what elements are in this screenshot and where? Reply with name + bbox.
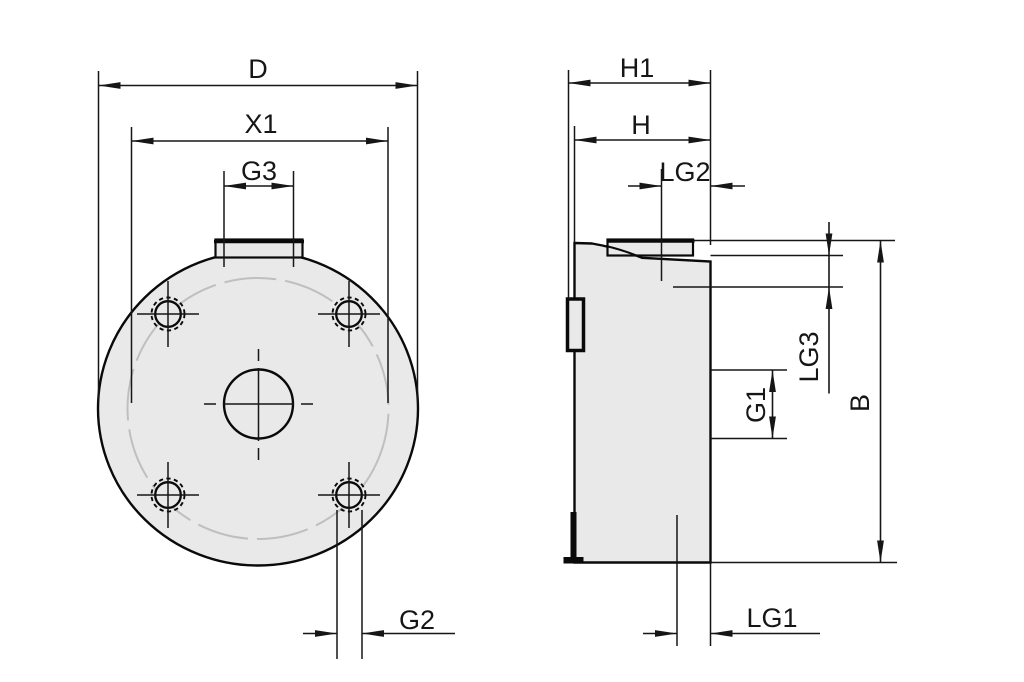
seal-edge-vertical: [570, 512, 577, 563]
mounting-hole-top-right: [318, 281, 380, 347]
dimension-g1-label: G1: [741, 387, 771, 423]
dimension-g3-label: G3: [241, 156, 277, 186]
dimension-d: D: [97, 54, 419, 403]
front-view: D X1 G3 G2: [96, 54, 455, 659]
dimension-lg1-label: LG1: [746, 603, 797, 633]
dimension-d-label: D: [248, 54, 268, 84]
dimension-lg3-label: LG3: [794, 331, 824, 382]
dimension-b: B: [845, 240, 884, 563]
side-boss: [565, 297, 586, 353]
mounting-hole-top-left: [137, 281, 199, 347]
mounting-hole-bottom-left: [137, 462, 199, 528]
dimension-h1: H1: [567, 53, 712, 299]
side-body: [573, 241, 712, 564]
top-nipple-side: [606, 238, 695, 257]
dimension-lg2: LG2: [628, 157, 745, 281]
dimension-g2: G2: [303, 510, 455, 659]
seal-edge-foot: [563, 557, 584, 564]
dimension-lg3: LG3: [794, 222, 833, 394]
dimension-lg1: LG1: [643, 515, 820, 646]
dimension-h: H: [573, 110, 711, 243]
mounting-hole-bottom-right: [318, 462, 380, 528]
side-view: H1 H LG2 LG3 G1 B: [563, 53, 897, 646]
top-nipple-front: [214, 238, 304, 259]
dimension-h-label: H: [631, 110, 651, 140]
dimension-g2-label: G2: [399, 605, 435, 635]
dimension-x1-label: X1: [244, 109, 277, 139]
top-surface-line: [605, 245, 643, 259]
dimension-g1: G1: [741, 370, 776, 439]
dimension-x1: X1: [130, 109, 389, 403]
dimension-lg2-label: LG2: [659, 157, 710, 187]
dimension-g3: G3: [223, 156, 295, 267]
dimension-h1-label: H1: [620, 53, 655, 83]
dimension-b-label: B: [845, 394, 875, 412]
